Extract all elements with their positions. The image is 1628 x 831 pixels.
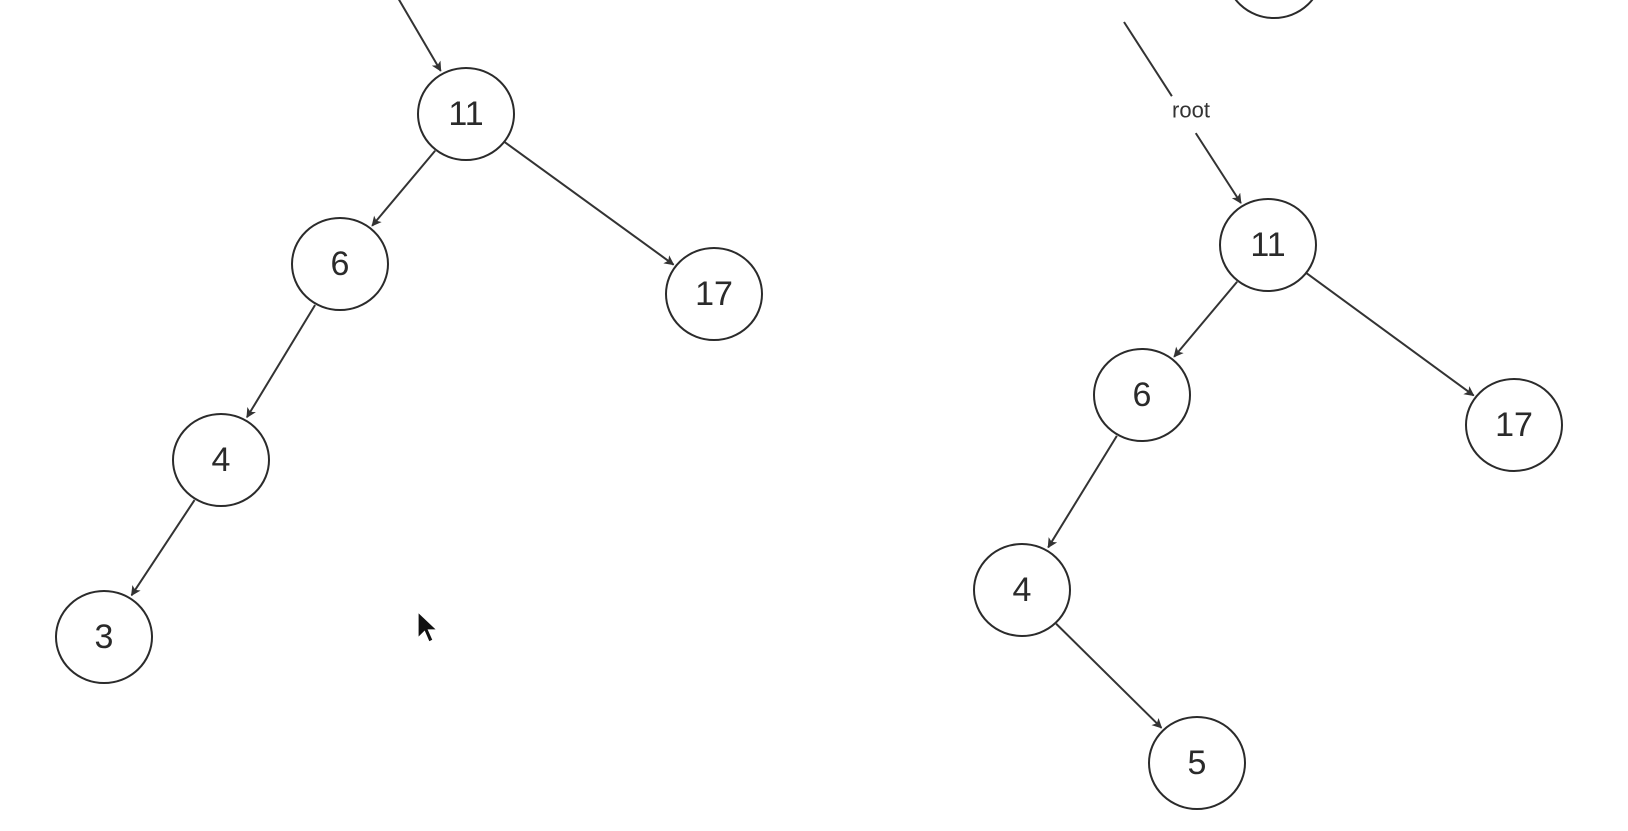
node-circle <box>1148 716 1246 810</box>
edge-arrow <box>398 0 442 72</box>
edge-l-in-to-l11 <box>398 0 442 72</box>
tree-node-11: 11 <box>1219 198 1317 292</box>
tree-node-4: 4 <box>973 543 1071 637</box>
mouse-pointer-icon <box>417 610 439 643</box>
node-label: 4 <box>1013 571 1032 609</box>
left-tree: 11 6 17 4 3 <box>55 0 763 684</box>
left-tree-nodes: 11 6 17 4 3 <box>55 67 763 684</box>
right-tree-edges: root <box>1047 21 1475 729</box>
edge-r6-to-r4 <box>1047 435 1118 549</box>
edge-arrow <box>1055 623 1163 729</box>
node-circle <box>172 413 270 507</box>
left-tree-edges <box>130 0 675 597</box>
node-label: 11 <box>448 95 483 133</box>
node-circle <box>55 590 153 684</box>
node-circle <box>1465 378 1563 472</box>
tree-node-5: 5 <box>1148 716 1246 810</box>
tree-node-6: 6 <box>291 217 389 311</box>
edge-label-root: root <box>1172 98 1210 123</box>
node-label: 5 <box>1188 744 1207 782</box>
edge-arrow <box>1047 435 1118 549</box>
node-circle <box>973 543 1071 637</box>
edge-l11-to-l17 <box>504 141 675 266</box>
edge-arrow <box>371 150 436 227</box>
edge-arrow <box>1173 281 1238 358</box>
edge-l11-to-l6 <box>371 150 436 227</box>
edge-line-segment <box>1123 21 1173 97</box>
edge-r4-to-r5 <box>1055 623 1163 729</box>
node-circle <box>1093 348 1191 442</box>
edge-r11-to-r6 <box>1173 281 1238 358</box>
edge-arrow <box>1194 132 1242 204</box>
node-circle <box>417 67 515 161</box>
edge-r11-to-r17 <box>1306 272 1475 397</box>
tree-node-3: 3 <box>55 590 153 684</box>
tree-node-4: 4 <box>172 413 270 507</box>
edge-arrow <box>504 141 675 266</box>
edge-rtop-to-r11: root <box>1123 21 1242 204</box>
node-label: 3 <box>95 618 114 656</box>
node-label: 11 <box>1250 226 1285 264</box>
right-tree: root 11 6 17 4 5 <box>973 0 1563 810</box>
tree-node-11: 11 <box>417 67 515 161</box>
right-tree-nodes: 11 6 17 4 5 <box>973 0 1563 810</box>
tree-node-partial <box>1234 0 1314 19</box>
edge-l6-to-l4 <box>246 304 316 419</box>
node-label: 6 <box>1133 376 1152 414</box>
node-label: 6 <box>331 245 350 283</box>
node-circle <box>291 217 389 311</box>
tree-node-17: 17 <box>665 247 763 341</box>
node-circle <box>1219 198 1317 292</box>
node-circle <box>1234 0 1314 19</box>
node-label: 17 <box>1495 406 1533 444</box>
node-label: 4 <box>212 441 231 479</box>
tree-node-6: 6 <box>1093 348 1191 442</box>
edge-arrow <box>130 499 196 597</box>
edge-l4-to-l3 <box>130 499 196 597</box>
edge-arrow <box>1306 272 1475 397</box>
tree-node-17: 17 <box>1465 378 1563 472</box>
edge-arrow <box>246 304 316 419</box>
node-label: 17 <box>695 275 733 313</box>
node-circle <box>665 247 763 341</box>
